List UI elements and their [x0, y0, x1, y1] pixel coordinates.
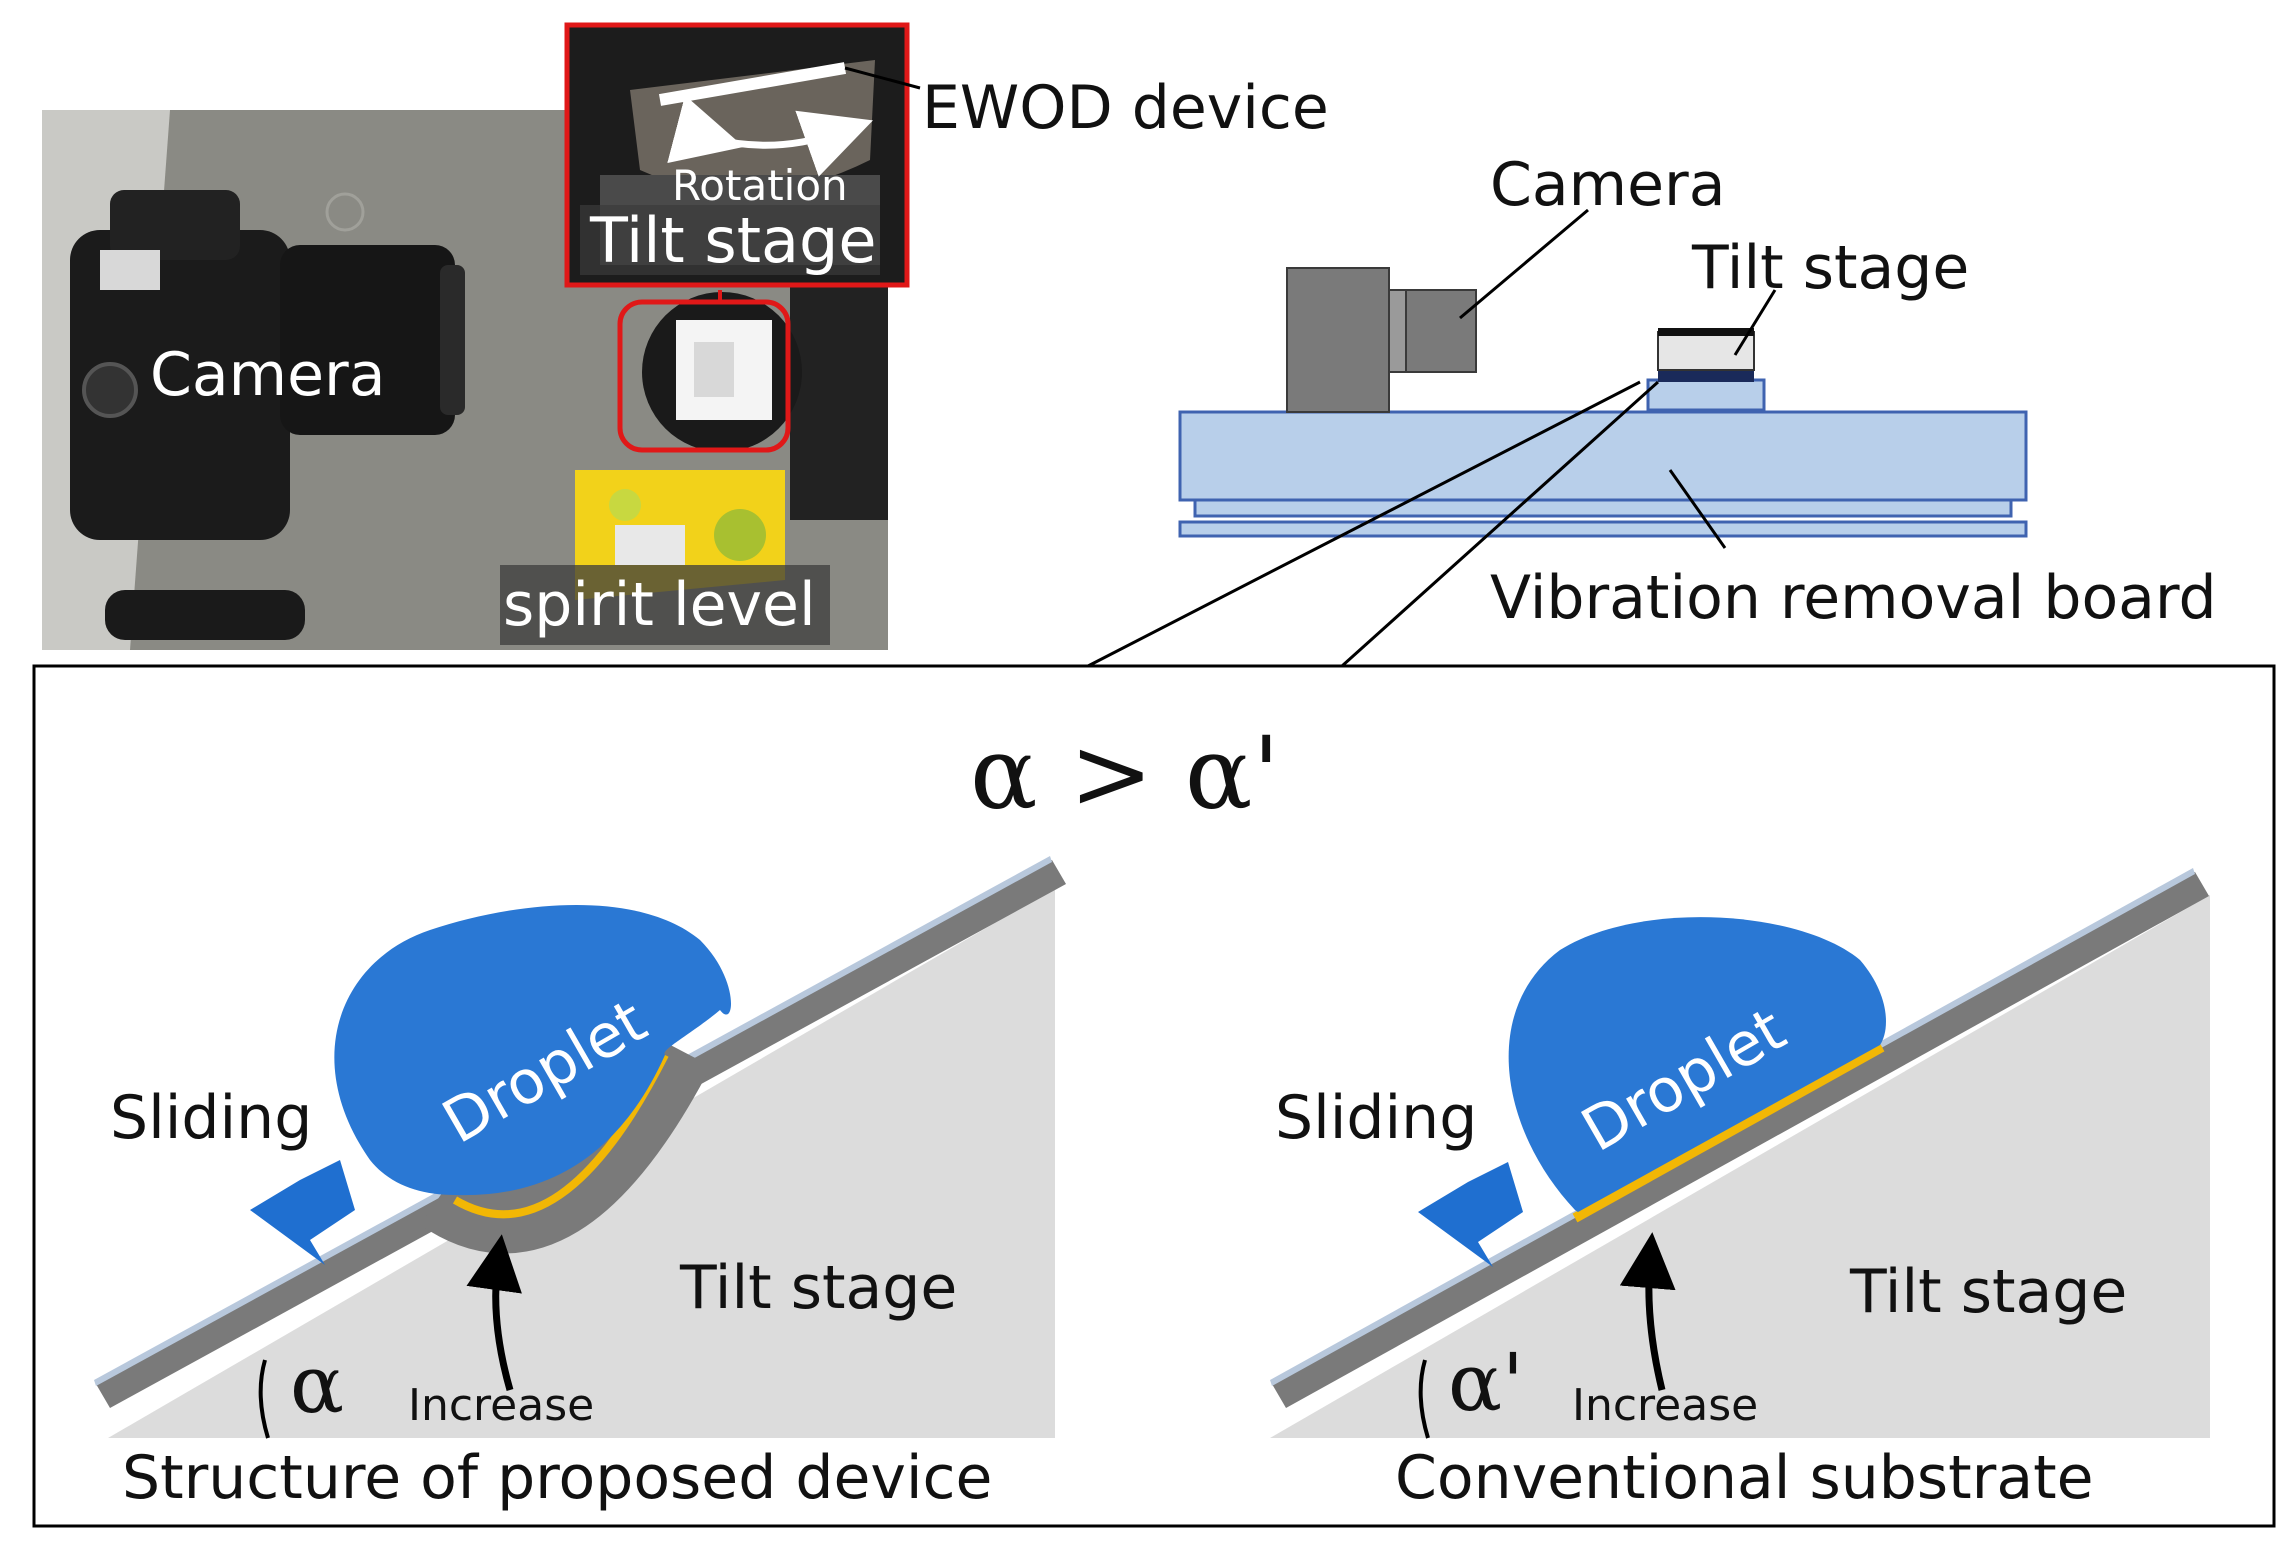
- left-angle-label: α: [290, 1338, 344, 1431]
- left-caption: Structure of proposed device: [122, 1443, 992, 1513]
- right-angle-label: α': [1448, 1336, 1524, 1429]
- right-increase-label: Increase: [1572, 1380, 1758, 1431]
- setup-schematic: [1178, 208, 2028, 549]
- photo-camera: [70, 190, 465, 640]
- photo-tilt-stage: [642, 292, 802, 452]
- right-sliding-arrow: [1418, 1162, 1523, 1267]
- schematic-tilt-stage: [1657, 331, 1755, 371]
- right-tilt-stage: [1270, 895, 2210, 1438]
- right-droplet: [1508, 917, 1886, 1212]
- zoom-line-left: [1087, 380, 1641, 668]
- left-recess: [419, 1033, 712, 1254]
- right-sliding-label: Sliding: [1275, 1083, 1477, 1153]
- conventional-substrate-diagram: [1270, 868, 2210, 1439]
- left-increase-arrow: [466, 1234, 522, 1391]
- schematic-camera-body: [1286, 267, 1390, 413]
- right-angle-arc: [1418, 1359, 1430, 1439]
- schematic-ewod-top: [1658, 328, 1754, 336]
- right-substrate: [1272, 872, 2209, 1408]
- photo-camera-label: Camera: [150, 340, 385, 410]
- schematic-stage-plate: [1658, 370, 1754, 382]
- inset-tilt-label-bg: [580, 205, 880, 275]
- zoom-line-right: [1340, 380, 1660, 668]
- inset-ewod-device: [658, 62, 847, 106]
- inset-rotation-arrow: [667, 95, 873, 177]
- tilt-stage-leader-line: [1733, 289, 1777, 356]
- right-electrode: [1572, 1042, 1885, 1223]
- board-base-plate: [1178, 520, 2028, 538]
- camera-leader-line: [1459, 208, 1589, 320]
- board-leader-line: [1668, 469, 1727, 549]
- right-caption: Conventional substrate: [1395, 1443, 2094, 1513]
- right-tilt-stage-label: Tilt stage: [1849, 1257, 2127, 1327]
- left-sliding-arrow: [250, 1160, 355, 1265]
- proposed-device-diagram: [94, 856, 1066, 1439]
- photo-inset: Rotation Tilt stage: [564, 22, 910, 288]
- ewod-leader-line: [844, 66, 921, 90]
- left-angle-arc: [258, 1359, 270, 1439]
- inset-tilt-stage-label: Tilt stage: [589, 204, 877, 277]
- schematic-camera-lens: [1405, 289, 1477, 373]
- photo-spirit-level-label: spirit level: [503, 570, 816, 640]
- schematic-tilt-stage-label: Tilt stage: [1691, 233, 1969, 303]
- ewod-device-label: EWOD device: [922, 73, 1329, 143]
- schematic-board-label: Vibration removal board: [1490, 563, 2217, 633]
- angle-comparison-label: α > α': [970, 715, 1280, 832]
- left-sliding-label: Sliding: [110, 1083, 312, 1153]
- left-tilt-stage-label: Tilt stage: [679, 1253, 957, 1323]
- right-increase-arrow: [1619, 1232, 1676, 1391]
- photo-highlight-box: [617, 299, 791, 453]
- inset-rotation-label: Rotation: [672, 161, 848, 210]
- detail-frame: [32, 664, 2276, 1528]
- board-top: [1178, 410, 2028, 502]
- spirit-level-label-bg: [500, 565, 830, 645]
- schematic-stage-base: [1646, 378, 1766, 412]
- photo-table-mark: [325, 192, 365, 232]
- schematic-camera-label: Camera: [1490, 150, 1725, 220]
- board-bottom-plate: [1193, 498, 2013, 518]
- left-droplet: [334, 905, 732, 1196]
- left-increase-label: Increase: [408, 1380, 594, 1431]
